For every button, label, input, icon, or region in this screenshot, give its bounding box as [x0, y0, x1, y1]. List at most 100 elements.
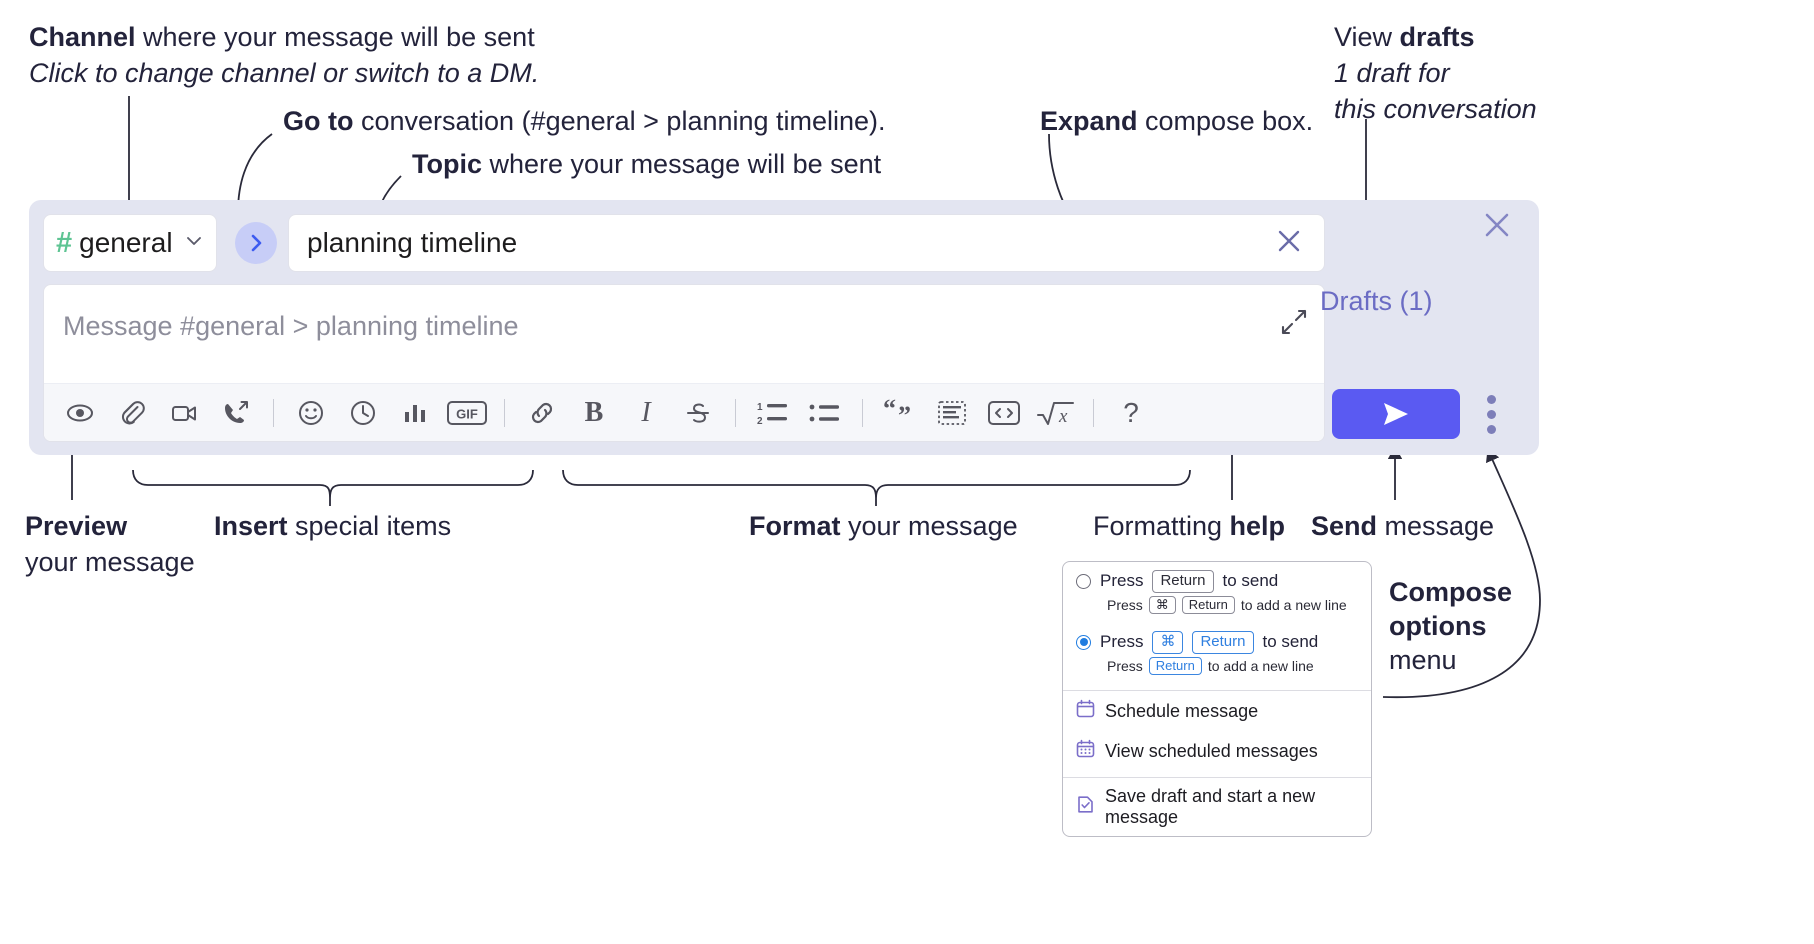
- bold-icon[interactable]: B: [568, 389, 620, 437]
- annotation-topic: Topic where your message will be sent: [412, 149, 881, 181]
- option2-pre: Press: [1100, 632, 1144, 652]
- annotation-topic-strong: Topic: [412, 149, 482, 179]
- annotation-insert: Insert special items: [214, 511, 451, 543]
- annotation-preview-line2: your message: [25, 546, 195, 577]
- annotation-send-rest: message: [1377, 511, 1495, 541]
- menu-item-label: View scheduled messages: [1105, 740, 1318, 761]
- annotation-send: Send message: [1311, 511, 1494, 543]
- chevron-right-icon: [251, 234, 262, 252]
- dot: [1486, 424, 1496, 434]
- blockquote-icon[interactable]: “”: [874, 389, 926, 437]
- annotation-help-rest: Formatting: [1093, 511, 1230, 541]
- menu-option-return-to-send[interactable]: Press Return to send: [1063, 562, 1371, 595]
- help-icon[interactable]: ?: [1105, 389, 1157, 437]
- menu-option-cmd-return-to-send[interactable]: Press ⌘ Return to send: [1063, 623, 1371, 656]
- message-input-box[interactable]: Message #general > planning timeline: [43, 284, 1325, 442]
- compose-inner: # general planning timeline Message #gen…: [43, 214, 1325, 442]
- annotation-insert-rest: special items: [287, 511, 452, 541]
- annotation-drafts-strong: drafts: [1399, 22, 1475, 52]
- menu-option-return-sub: Press ⌘ Return to add a new line: [1063, 595, 1371, 623]
- menu-option-cmd-return-sub: Press Return to add a new line: [1063, 656, 1371, 684]
- hash-icon: #: [56, 226, 73, 259]
- poll-icon[interactable]: [389, 389, 441, 437]
- video-icon[interactable]: [158, 389, 210, 437]
- italic-icon[interactable]: I: [620, 389, 672, 437]
- bulleted-list-icon[interactable]: [799, 389, 851, 437]
- close-icon[interactable]: [1272, 224, 1306, 263]
- annotation-expand: Expand compose box.: [1040, 106, 1313, 138]
- audio-call-icon[interactable]: [210, 389, 262, 437]
- drafts-link[interactable]: Drafts (1): [1320, 286, 1433, 316]
- expand-icon[interactable]: [1279, 307, 1309, 337]
- annotation-channel: Channel where your message will be sent …: [29, 22, 539, 90]
- compose-header-row: # general planning timeline: [43, 214, 1325, 272]
- annotation-topic-rest: where your message will be sent: [482, 149, 882, 179]
- toolbar-separator: [273, 398, 274, 427]
- strikethrough-icon[interactable]: [672, 389, 724, 437]
- toolbar-separator: [1093, 398, 1094, 427]
- annotation-drafts-rest: View: [1334, 22, 1400, 52]
- annotation-goto-strong: Go to: [283, 106, 354, 136]
- svg-text:“: “: [883, 398, 896, 423]
- option2-sub-post: to add a new line: [1207, 657, 1314, 674]
- annotation-preview: Preview your message: [25, 511, 195, 579]
- send-button[interactable]: [1332, 389, 1460, 439]
- annotation-channel-strong: Channel: [29, 22, 136, 52]
- annotation-preview-strong: Preview: [25, 511, 128, 541]
- compose-options-menu: Press Return to send Press ⌘ Return to a…: [1062, 561, 1372, 837]
- radio-button-selected[interactable]: [1076, 634, 1091, 650]
- option1-sub-pre: Press: [1107, 596, 1143, 613]
- goto-conversation-button[interactable]: [235, 222, 277, 264]
- send-icon: [1384, 403, 1408, 425]
- topic-field[interactable]: planning timeline: [288, 214, 1325, 272]
- emoji-icon[interactable]: [285, 389, 337, 437]
- help-label: ?: [1123, 396, 1139, 428]
- annotation-help: Formatting help: [1093, 511, 1285, 543]
- option2-post: to send: [1262, 632, 1319, 652]
- menu-item-save-draft[interactable]: Save draft and start a new message: [1063, 778, 1371, 836]
- menu-item-schedule-message[interactable]: Schedule message: [1063, 691, 1371, 731]
- chevron-down-icon: [184, 231, 204, 256]
- toolbar-separator: [735, 398, 736, 427]
- annotation-format-rest: your message: [840, 511, 1018, 541]
- svg-text:1: 1: [757, 402, 763, 413]
- attachment-icon[interactable]: [106, 389, 158, 437]
- link-icon[interactable]: [516, 389, 568, 437]
- annotation-help-strong: help: [1229, 511, 1286, 541]
- option1-pre: Press: [1100, 571, 1144, 591]
- svg-text:”: ”: [898, 401, 911, 428]
- compose-options-button[interactable]: [1480, 393, 1502, 435]
- annotation-compose-options-line2: options: [1389, 610, 1487, 641]
- dot: [1486, 394, 1496, 404]
- annotation-insert-strong: Insert: [214, 511, 288, 541]
- annotation-drafts-line3: this conversation: [1334, 93, 1537, 124]
- key-return: Return: [1192, 631, 1254, 654]
- annotation-channel-sub: Click to change channel or switch to a D…: [29, 57, 540, 88]
- code-icon[interactable]: [978, 389, 1030, 437]
- calendar-icon: [1076, 699, 1095, 723]
- topic-value: planning timeline: [307, 227, 518, 258]
- key-return: Return: [1152, 570, 1214, 593]
- panel-close-icon[interactable]: [1480, 208, 1514, 242]
- key-return: Return: [1181, 595, 1235, 614]
- math-icon[interactable]: x: [1030, 389, 1082, 437]
- annotation-compose-options-line3: menu: [1389, 644, 1457, 675]
- menu-divider: [1063, 777, 1371, 778]
- svg-text:2: 2: [757, 416, 763, 427]
- bold-label: B: [584, 396, 604, 428]
- annotation-expand-strong: Expand: [1040, 106, 1138, 136]
- annotation-goto: Go to conversation (#general > planning …: [283, 106, 886, 138]
- svg-text:GIF: GIF: [456, 406, 478, 421]
- menu-item-view-scheduled-messages[interactable]: View scheduled messages: [1063, 731, 1371, 771]
- clock-icon[interactable]: [337, 389, 389, 437]
- gif-icon[interactable]: GIF: [441, 389, 493, 437]
- preview-icon[interactable]: [54, 389, 106, 437]
- svg-text:x: x: [1058, 406, 1068, 427]
- option1-post: to send: [1222, 571, 1279, 591]
- key-command: ⌘: [1148, 595, 1176, 614]
- channel-selector[interactable]: # general: [43, 214, 217, 272]
- code-block-icon[interactable]: [926, 389, 978, 437]
- radio-button[interactable]: [1076, 573, 1091, 589]
